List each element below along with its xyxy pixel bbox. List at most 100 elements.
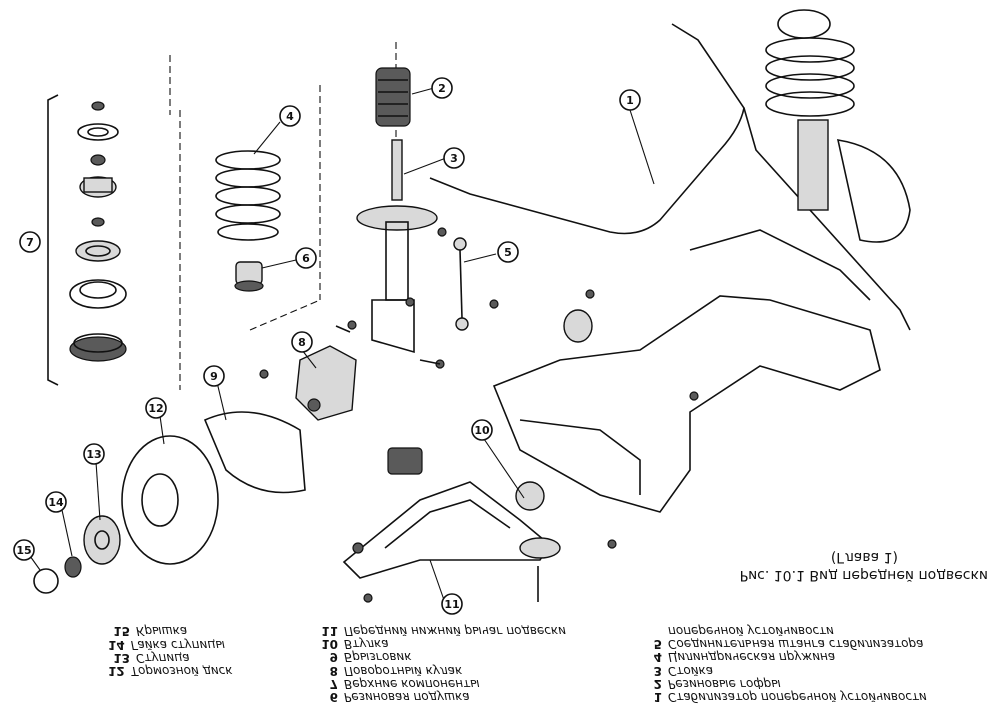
legend-text: Брызговик (344, 650, 412, 665)
legend-number (640, 624, 668, 637)
legend-item: 8 Поворотный кулак (316, 663, 616, 678)
callout-11: 11 (441, 593, 463, 615)
legend-text: Поворотный кулак (344, 663, 463, 678)
hub-nut (64, 556, 82, 578)
coil-spring (215, 150, 281, 241)
legend-number: 9 (329, 650, 338, 665)
callout-number: 1 (626, 94, 634, 107)
rubber-bushing (234, 261, 264, 292)
upper-components-stack (69, 101, 127, 362)
legend-number: 13 (113, 650, 130, 665)
legend-text: поперечной устойчивости (668, 624, 834, 639)
callout-8: 8 (291, 331, 313, 353)
legend-text: Стабилизатор поперечной устойчивости (668, 690, 927, 705)
caption-subtitle: (Глава 1) (830, 549, 898, 565)
legend-item: 10 Втулка (316, 637, 616, 652)
brake-disc (121, 435, 219, 565)
legend-item: 11 Передний нижний рычаг подвески (316, 624, 616, 639)
splash-shield (203, 411, 306, 494)
legend-text: Втулка (344, 637, 389, 652)
legend-text: Соединительная штанга стабилизатора (668, 637, 924, 652)
legend-item: 4 Цилиндрическая пружина (640, 650, 1000, 665)
callout-2: 2 (431, 77, 453, 99)
callout-5: 5 (497, 241, 519, 263)
callout-7: 7 (19, 231, 41, 253)
group-4-axis (249, 85, 321, 331)
callout-number: 12 (148, 402, 163, 415)
legend-item: 12 Тормозной диск (108, 663, 233, 678)
callout-number: 13 (86, 448, 101, 461)
stabilizer-bar (429, 23, 745, 235)
legend-text: Резиновые гофры (668, 677, 781, 692)
legend-text: Крышка (136, 624, 188, 639)
legend-number: 5 (653, 637, 662, 652)
callout-10: 10 (471, 419, 493, 441)
callout-4: 4 (279, 105, 301, 127)
callout-14: 14 (45, 491, 67, 513)
legend-text: Передний нижний рычаг подвески (344, 624, 566, 639)
legend-item: 3 Стойка (640, 663, 1000, 678)
wheel-hub (83, 515, 121, 565)
legend-text: Резиновая подушка (344, 690, 470, 705)
legend-number: 3 (653, 663, 662, 678)
callout-number: 6 (302, 252, 310, 265)
steering-knuckle (295, 345, 357, 421)
assembled-strut (765, 9, 911, 243)
legend-number: 1 (653, 690, 662, 705)
stabilizer-link (453, 237, 469, 331)
group-7-axis (169, 55, 181, 390)
legend-number: 8 (329, 663, 338, 678)
callout-number: 10 (474, 424, 490, 437)
callout-number: 4 (286, 110, 294, 123)
fasteners (259, 227, 699, 603)
caption-title: Рис. 10.1 Вид передней подвески (739, 567, 988, 583)
strut (356, 139, 438, 354)
legend-item: поперечной устойчивости (640, 624, 1000, 639)
callout-number: 11 (444, 598, 459, 611)
legend-item: 9 Брызговик (316, 650, 616, 665)
legend-item: 15 Крышка (108, 624, 218, 639)
legend-number: 2 (653, 677, 662, 692)
figure-caption: Рис. 10.1 Вид передней подвески (Глава 1… (688, 548, 988, 584)
legend-number: 15 (113, 624, 130, 639)
legend-text: Стойка (668, 663, 714, 678)
hub-cap (33, 568, 59, 594)
legend-number: 6 (329, 690, 338, 705)
legend-text: Гайка ступицы (130, 637, 225, 652)
rubber-boot (375, 67, 411, 127)
callout-number: 5 (504, 246, 512, 259)
legend-text: Цилиндрическая пружина (668, 650, 836, 665)
callout-3: 3 (443, 147, 465, 169)
legend-number: 12 (108, 663, 125, 678)
callout-6: 6 (295, 247, 317, 269)
legend-number: 4 (653, 650, 662, 665)
legend-item: 14 Гайка ступицы (108, 637, 225, 652)
legend-number: 10 (321, 637, 338, 652)
callout-number: 7 (26, 236, 34, 249)
legend-left: 1 Стабилизатор поперечной устойчивости 2 Ре… (640, 624, 1000, 705)
callout-12: 12 (145, 397, 167, 419)
legend-text: Ступица (136, 650, 190, 665)
callout-number: 3 (450, 152, 458, 165)
callout-1: 1 (619, 89, 641, 111)
legend-text: Тормозной диск (130, 663, 233, 678)
callout-number: 15 (16, 544, 31, 557)
legend-item: 1 Стабилизатор поперечной устойчивости (640, 690, 1000, 705)
callout-13: 13 (83, 443, 105, 465)
legend-item: 6 Резиновая подушка (316, 690, 616, 705)
callout-number: 9 (210, 370, 218, 383)
legend-number: 14 (108, 637, 125, 652)
callout-9: 9 (203, 365, 225, 387)
legend-number: 11 (321, 624, 338, 639)
legend-item: 13 Ступица (108, 650, 218, 665)
leader-lines (29, 87, 655, 601)
legend-item: 2 Резиновые гофры (640, 677, 1000, 692)
legend-text: Верхние компоненты (344, 677, 480, 692)
control-arm-bushing (387, 447, 545, 511)
legend-item: 5 Соединительная штанга стабилизатора (640, 637, 1000, 652)
